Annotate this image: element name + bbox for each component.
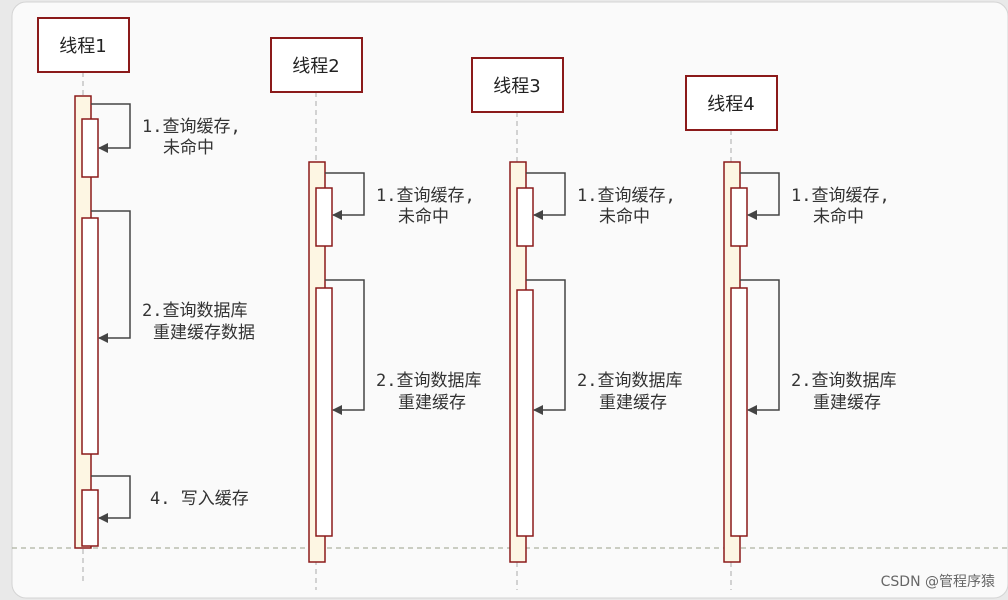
thread-4-box (685, 75, 778, 131)
thread-1-query-label-2: 未命中 (163, 138, 214, 158)
thread-1-rebuild-label-2: 重建缓存数据 (153, 323, 255, 343)
thread-1-title: 线程1 (59, 36, 106, 57)
thread-1-rebuild-label-1: 2.查询数据库 (142, 301, 247, 321)
thread-2-rebuild-activation (315, 287, 333, 537)
thread-4-rebuild-label-2: 重建缓存 (813, 393, 881, 413)
thread-4-query-arrow (740, 172, 780, 220)
thread-4-rebuild-activation (730, 287, 748, 537)
thread-1-lifeline: 线程1 1.查询缓存, 未命中 2.查询数据库 重建缓存数据 4. 写入缓存 (37, 17, 255, 585)
thread-2-query-arrow (325, 172, 365, 220)
thread-1-write-label: 4. 写入缓存 (150, 489, 249, 509)
thread-2-query-label-2: 未命中 (398, 207, 449, 227)
thread-4-rebuild-label-1: 2.查询数据库 (791, 371, 896, 391)
thread-4-query-label-1: 1.查询缓存, (791, 186, 890, 206)
thread-3-rebuild-label-2: 重建缓存 (599, 393, 667, 413)
thread-4-rebuild-arrow (740, 279, 780, 415)
thread-3-query-activation (516, 187, 534, 247)
thread-3-query-label-1: 1.查询缓存, (577, 186, 676, 206)
thread-1-query-arrow (91, 103, 131, 153)
thread-1-rebuild-arrow (91, 210, 131, 343)
thread-1-query-label-1: 1.查询缓存, (142, 117, 241, 137)
thread-2-rebuild-label-2: 重建缓存 (398, 393, 466, 413)
thread-1-write-arrow (91, 475, 131, 523)
thread-2-rebuild-label-1: 2.查询数据库 (376, 371, 481, 391)
thread-2-lifeline: 线程2 1.查询缓存, 未命中 2.查询数据库 重建缓存 (270, 37, 481, 590)
thread-1-write-activation (81, 489, 99, 547)
watermark-text: CSDN @管程序猿 (881, 574, 995, 590)
thread-1-rebuild-activation (81, 217, 99, 455)
thread-1-box (37, 17, 130, 73)
thread-3-rebuild-activation (516, 289, 534, 537)
thread-4-query-label-2: 未命中 (813, 207, 864, 227)
thread-3-title: 线程3 (493, 76, 540, 97)
thread-3-rebuild-arrow (526, 279, 566, 415)
thread-1-query-activation (81, 118, 99, 178)
thread-4-query-activation (730, 187, 748, 247)
thread-3-lifeline: 线程3 1.查询缓存, 未命中 2.查询数据库 重建缓存 (471, 57, 682, 590)
thread-2-rebuild-arrow (325, 279, 365, 415)
thread-3-query-arrow (526, 172, 566, 220)
thread-3-query-label-2: 未命中 (599, 207, 650, 227)
thread-2-title: 线程2 (292, 56, 339, 77)
thread-2-query-label-1: 1.查询缓存, (376, 186, 475, 206)
thread-4-title: 线程4 (707, 94, 754, 115)
thread-2-query-activation (315, 187, 333, 247)
thread-3-box (471, 57, 564, 113)
thread-3-rebuild-label-1: 2.查询数据库 (577, 371, 682, 391)
thread-4-lifeline: 线程4 1.查询缓存, 未命中 2.查询数据库 重建缓存 (685, 75, 896, 590)
thread-2-box (270, 37, 363, 93)
